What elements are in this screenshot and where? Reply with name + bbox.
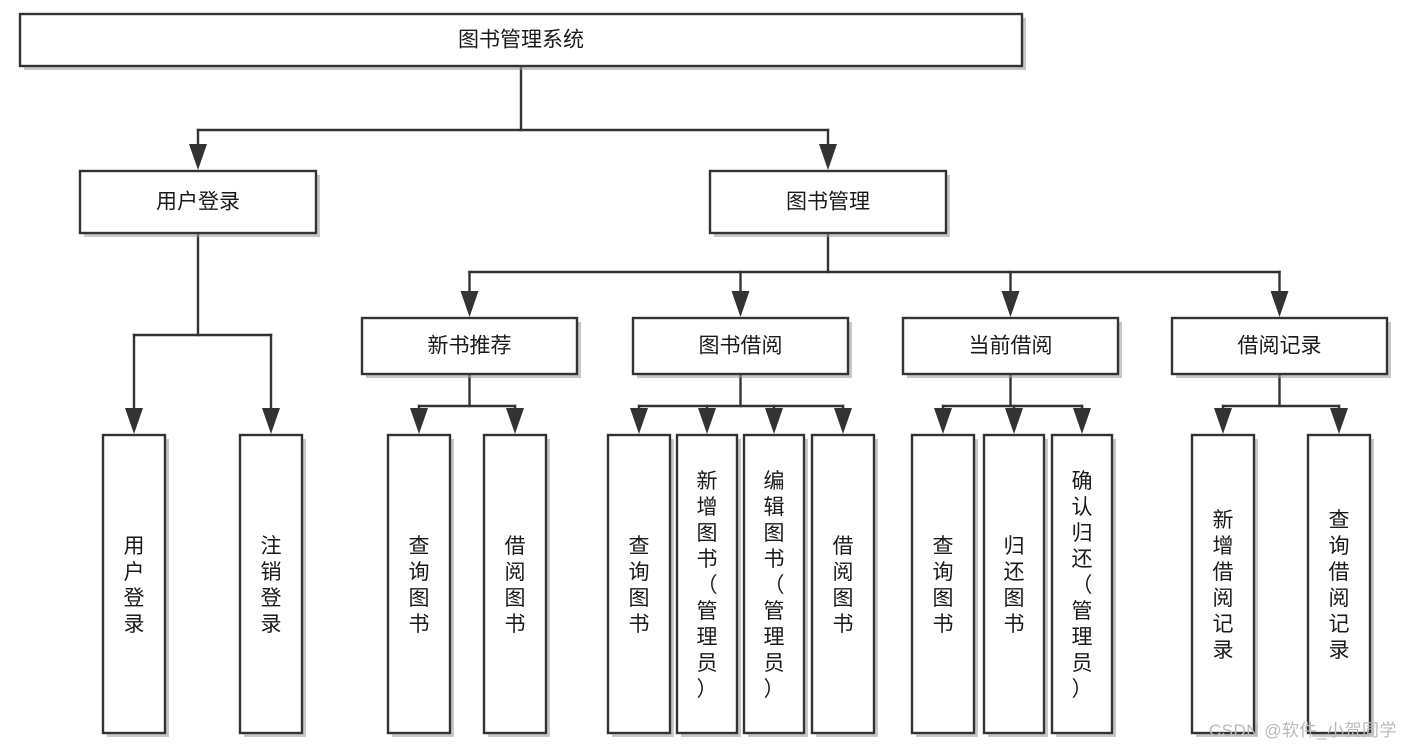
watermark-label: CSDN @软件_小贺同学 <box>1208 721 1397 740</box>
arrow-head-icon <box>1001 291 1020 317</box>
node-label: 归还图书 <box>1004 535 1025 636</box>
node-label: 确认归还（管理员） <box>1072 470 1093 701</box>
node-label: 用户登录 <box>156 191 240 214</box>
arrow-head-icon <box>125 408 143 434</box>
node-box[interactable] <box>901 316 1120 376</box>
node-label: 用户登录 <box>124 535 145 636</box>
node-box[interactable] <box>1050 433 1114 735</box>
node-box[interactable] <box>18 12 1024 68</box>
node-box[interactable] <box>675 433 739 735</box>
arrow-head-icon <box>765 408 783 434</box>
arrow-head-icon <box>819 144 837 170</box>
arrow-head-icon <box>1214 408 1232 434</box>
node-box[interactable] <box>238 433 304 735</box>
node-box[interactable] <box>982 433 1046 735</box>
node-box[interactable] <box>386 433 452 735</box>
node-box[interactable] <box>1170 316 1389 376</box>
node-user-login[interactable]: 用户登录 <box>78 169 320 237</box>
node-box[interactable] <box>742 433 806 735</box>
node-new-book-rec[interactable]: 新书推荐 <box>360 316 581 378</box>
node-root[interactable]: 图书管理系统 <box>18 12 1026 70</box>
node-label: 借阅记录 <box>1238 335 1322 358</box>
node-label: 编辑图书（管理员） <box>764 470 785 701</box>
arrow-head-icon <box>1330 408 1348 434</box>
arrow-head-icon <box>698 408 716 434</box>
node-box[interactable] <box>606 433 672 735</box>
node-book-borrow[interactable]: 图书借阅 <box>631 316 852 378</box>
nodes-layer: 用户登录图书管理新书推荐图书借阅当前借阅借阅记录用户登录注销登录查询图书借阅图书… <box>18 12 1391 737</box>
node-book-manage[interactable]: 图书管理 <box>708 169 950 237</box>
node-leaf-user-login[interactable]: 用户登录 <box>101 433 169 737</box>
node-leaf-query-book-1[interactable]: 查询图书 <box>386 433 454 737</box>
node-borrow-record[interactable]: 借阅记录 <box>1170 316 1391 378</box>
arrow-head-icon <box>460 291 479 317</box>
node-label: 注销登录 <box>261 535 282 636</box>
node-box[interactable] <box>1306 433 1372 735</box>
node-leaf-add-record[interactable]: 新增借阅记录 <box>1190 433 1258 737</box>
arrow-head-icon <box>630 408 648 434</box>
node-box[interactable] <box>360 316 579 376</box>
arrow-head-icon <box>834 408 852 434</box>
arrow-head-icon <box>731 291 750 317</box>
node-label: 当前借阅 <box>969 335 1053 358</box>
node-leaf-borrow-book-2[interactable]: 借阅图书 <box>810 433 878 737</box>
node-leaf-query-book-2[interactable]: 查询图书 <box>606 433 674 737</box>
node-label: 查询图书 <box>629 535 650 636</box>
node-label: 查询图书 <box>409 535 430 636</box>
node-leaf-add-book[interactable]: 新增图书（管理员） <box>675 433 741 737</box>
node-box[interactable] <box>910 433 976 735</box>
node-label: 查询借阅记录 <box>1329 509 1350 662</box>
connectors-layer <box>125 64 1348 434</box>
node-label: 新增图书（管理员） <box>697 470 718 701</box>
node-label: 借阅图书 <box>505 535 526 636</box>
node-label: 新增借阅记录 <box>1213 509 1234 662</box>
node-box[interactable] <box>101 433 167 735</box>
node-label: 借阅图书 <box>833 535 854 636</box>
node-box[interactable] <box>708 169 948 235</box>
node-current-borrow[interactable]: 当前借阅 <box>901 316 1122 378</box>
node-leaf-logout[interactable]: 注销登录 <box>238 433 306 737</box>
node-leaf-edit-book[interactable]: 编辑图书（管理员） <box>742 433 808 737</box>
node-box[interactable] <box>810 433 876 735</box>
node-label: 新书推荐 <box>428 335 512 358</box>
arrow-head-icon <box>1005 408 1023 434</box>
arrow-head-icon <box>262 408 280 434</box>
node-leaf-return-book[interactable]: 归还图书 <box>982 433 1048 737</box>
arrow-head-icon <box>1073 408 1091 434</box>
arrow-head-icon <box>506 408 524 434</box>
node-leaf-query-record[interactable]: 查询借阅记录 <box>1306 433 1374 737</box>
arrow-head-icon <box>410 408 428 434</box>
arrow-head-icon <box>934 408 952 434</box>
node-leaf-query-book-3[interactable]: 查询图书 <box>910 433 978 737</box>
node-leaf-confirm-return[interactable]: 确认归还（管理员） <box>1050 433 1116 737</box>
node-label: 查询图书 <box>933 535 954 636</box>
arrow-head-icon <box>189 144 207 170</box>
node-box[interactable] <box>482 433 548 735</box>
arrow-head-icon <box>1270 291 1289 317</box>
node-leaf-borrow-book-1[interactable]: 借阅图书 <box>482 433 550 737</box>
node-label: 图书管理系统 <box>458 29 584 52</box>
node-box[interactable] <box>78 169 318 235</box>
node-label: 图书管理 <box>786 191 870 214</box>
node-box[interactable] <box>1190 433 1256 735</box>
node-box[interactable] <box>631 316 850 376</box>
node-label: 图书借阅 <box>699 335 783 358</box>
